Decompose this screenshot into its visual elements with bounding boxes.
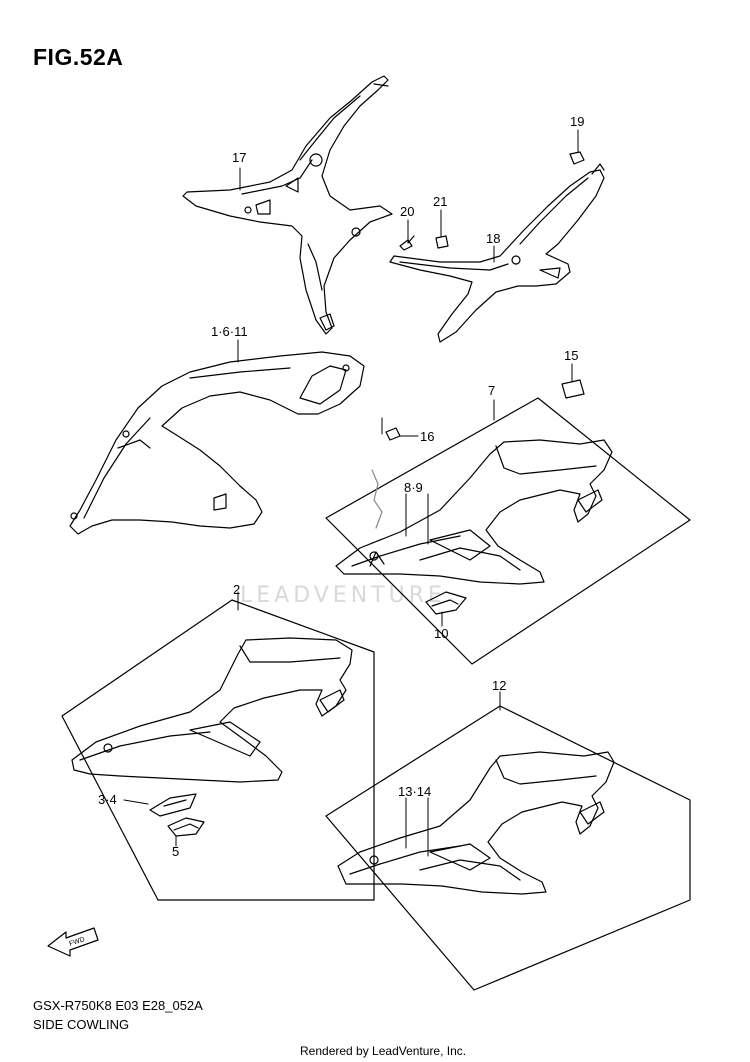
callout-21: 21 bbox=[433, 194, 447, 209]
callout-19: 19 bbox=[570, 114, 584, 129]
part-18-lower-panel bbox=[389, 163, 605, 343]
callout-16: 16 bbox=[420, 429, 434, 444]
part-5-decal bbox=[167, 817, 205, 837]
part-2-side-cowling bbox=[71, 637, 353, 783]
callout-labels: 17 19 20 21 18 1·6·11 15 7 16 8·9 10 2 1… bbox=[98, 114, 584, 859]
part-16-screw bbox=[385, 427, 401, 441]
callout-8-9: 8·9 bbox=[404, 480, 423, 495]
callout-7: 7 bbox=[488, 383, 495, 398]
leader-lines bbox=[123, 129, 579, 857]
callout-5: 5 bbox=[172, 844, 179, 859]
callout-18: 18 bbox=[486, 231, 500, 246]
kit-box-2 bbox=[61, 599, 375, 901]
callout-13-14: 13·14 bbox=[398, 784, 431, 799]
callout-2: 2 bbox=[233, 582, 240, 597]
callout-10: 10 bbox=[434, 626, 448, 641]
part-21-clip bbox=[435, 235, 449, 249]
rendered-by-credit: Rendered by LeadVenture, Inc. bbox=[300, 1044, 467, 1058]
fwd-arrow-icon: FWD bbox=[47, 927, 99, 957]
kit-box-7 bbox=[325, 397, 691, 665]
fwd-label: FWD bbox=[68, 936, 85, 948]
callout-3-4: 3·4 bbox=[98, 792, 117, 807]
callout-17: 17 bbox=[232, 150, 246, 165]
callout-20: 20 bbox=[400, 204, 414, 219]
part-17-inner-panel bbox=[182, 75, 393, 335]
part-12-side-cowling bbox=[337, 751, 615, 895]
part-20-screw bbox=[399, 235, 415, 251]
part-15-label bbox=[561, 379, 585, 399]
flame-emblem bbox=[371, 469, 383, 529]
figure-title: FIG.52A bbox=[33, 44, 124, 70]
kit-box-12 bbox=[325, 705, 691, 991]
watermark: LEADVENTURE bbox=[240, 583, 446, 608]
part-19-nut bbox=[569, 151, 585, 165]
callout-12: 12 bbox=[492, 678, 506, 693]
model-code: GSX-R750K8 E03 E28_052A bbox=[33, 998, 203, 1013]
part-1-6-11-upper-cowling bbox=[69, 351, 365, 535]
callout-1-6-11: 1·6·11 bbox=[211, 324, 248, 339]
part-10-decal bbox=[425, 591, 467, 615]
part-7-side-cowling bbox=[335, 439, 613, 585]
section-name: SIDE COWLING bbox=[33, 1017, 130, 1032]
callout-15: 15 bbox=[564, 348, 578, 363]
part-3-4-emblem bbox=[149, 793, 197, 817]
